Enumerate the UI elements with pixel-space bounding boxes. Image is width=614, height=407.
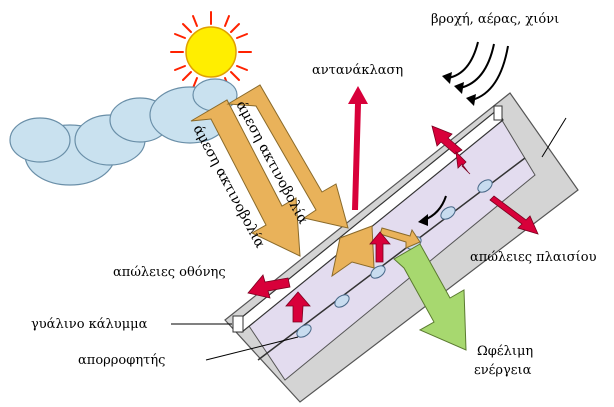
absorber-pipes [296,179,493,338]
loss-arrow-top-glass [431,125,463,155]
label-frame-losses: απώλειες πλαισίου [470,250,597,265]
loss-arrow-cover [247,274,291,299]
loss-arrow-absorber-left [285,291,311,323]
glass-cover-end-right [493,105,503,121]
label-useful-energy-1: Ωφέλιμη [477,344,533,359]
direct-radiation-beam-left [190,99,301,257]
transmitted-radiation [331,225,421,278]
label-glass-cover: γυάλινο κάλυμμα [31,317,148,332]
useful-energy-arrow [393,243,467,351]
label-useful-energy-2: ενέργεια [474,363,532,378]
glass-cover-end-left [232,315,244,333]
frame-leader-line [541,117,567,158]
label-absorber: απορροφητής [78,353,165,368]
weather-arrows [447,41,509,101]
label-cover-losses: απώλειες οθόνης [113,265,226,280]
circulation-arrowhead [418,214,428,226]
loss-arrow-pipe [455,150,471,175]
label-weather: βροχή, αέρας, χιόνι [431,12,559,27]
absorber-leader [205,336,299,361]
cloud-icon [9,78,238,186]
loss-arrow-frame [489,195,539,235]
loss-arrows [247,125,539,323]
sun-disc [185,26,237,78]
direct-radiation-beam-right [226,84,349,229]
loss-arrow-absorber-mid [369,231,391,263]
weather-arrowheads [442,72,476,106]
label-reflection: αντανάκλαση [312,63,403,78]
reflection-arrow [348,86,368,210]
